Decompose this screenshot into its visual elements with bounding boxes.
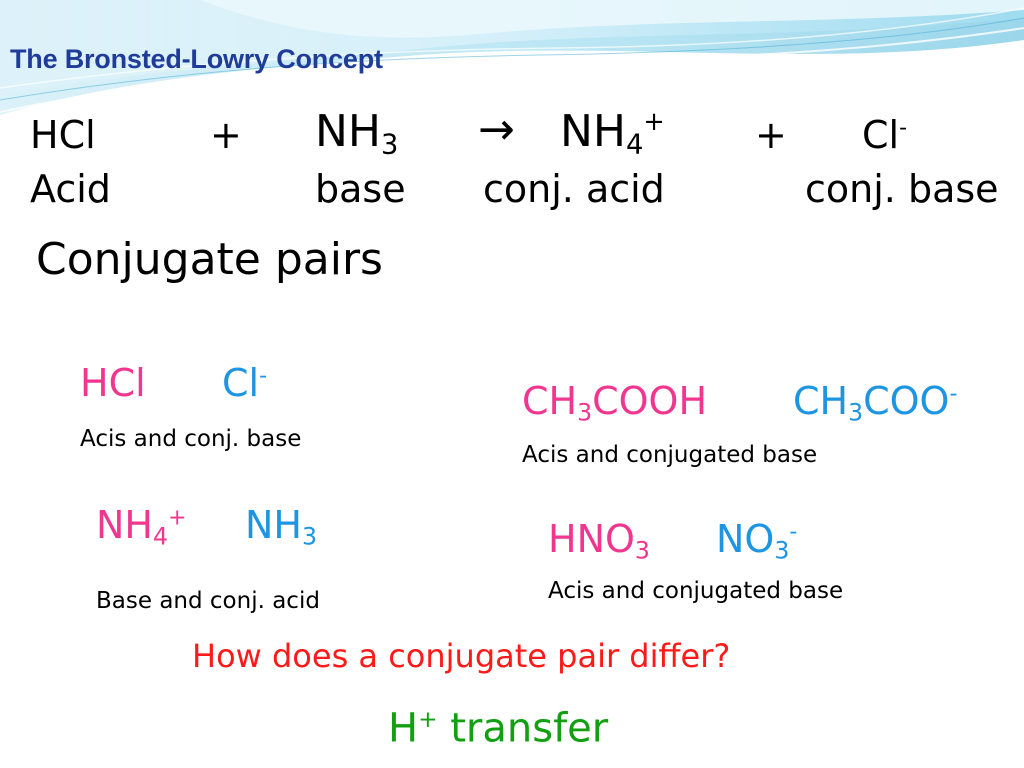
- pair-hcl-acid: HCl: [80, 361, 146, 405]
- equation-nh4-plus: NH4+: [560, 106, 665, 161]
- role-acid: Acid: [30, 167, 111, 211]
- pair-acetic-base: CH3COO-: [793, 379, 958, 427]
- equation-plus-1: +: [210, 113, 242, 157]
- pair-acetic-acid: CH3COOH: [522, 379, 708, 427]
- pair-hcl-base: Cl-: [222, 361, 268, 405]
- section-heading: Conjugate pairs: [36, 234, 383, 285]
- pair-nitric-description: Acis and conjugated base: [548, 578, 844, 604]
- pair-nitric-base: NO3-: [716, 517, 798, 565]
- slide-title: The Bronsted-Lowry Concept: [10, 44, 383, 74]
- pair-ammonium-second: NH3: [245, 503, 317, 551]
- pair-ammonium-description: Base and conj. acid: [96, 588, 320, 614]
- role-conj-acid: conj. acid: [483, 167, 665, 211]
- role-base: base: [315, 167, 406, 211]
- equation-hcl: HCl: [30, 113, 96, 157]
- equation-cl-minus: Cl-: [862, 113, 908, 157]
- pair-nitric-acid: HNO3: [548, 517, 650, 565]
- equation-nh3: NH3: [315, 106, 399, 161]
- equation-plus-2: +: [755, 113, 787, 157]
- pair-ammonium-first: NH4+: [96, 503, 187, 551]
- question-text: How does a conjugate pair differ?: [192, 637, 731, 675]
- role-conj-base: conj. base: [805, 167, 999, 211]
- answer-text: H+ transfer: [388, 705, 609, 752]
- pair-acetic-description: Acis and conjugated base: [522, 442, 818, 468]
- pair-hcl-description: Acis and conj. base: [80, 426, 302, 452]
- equation-arrow: →: [478, 104, 515, 155]
